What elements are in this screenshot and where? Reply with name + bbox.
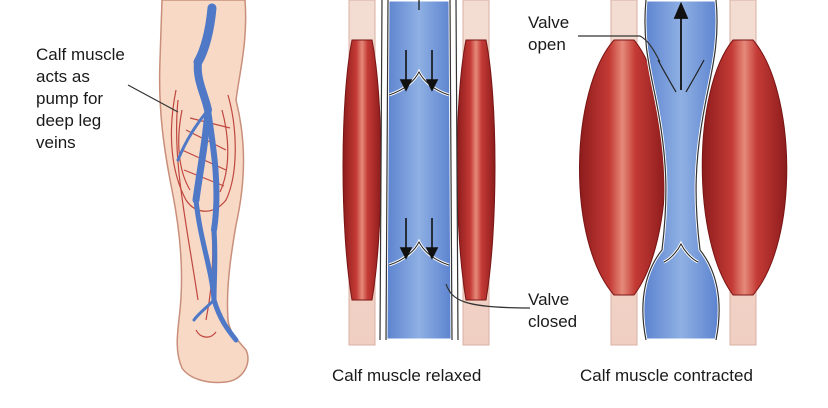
valve-closed-line-1: Valve <box>528 290 570 309</box>
valve-open-leader <box>578 35 661 63</box>
leg-shape <box>158 0 249 384</box>
calf-pump-leader <box>127 84 179 113</box>
calf-pump-line-1: Calf muscle <box>36 45 125 64</box>
calf-pump-line-4: deep leg <box>36 111 102 130</box>
deep-leg-veins <box>176 3 239 343</box>
vein-relaxed <box>384 0 454 342</box>
valve-closed-label: Valve closed <box>528 289 577 333</box>
valve-open-label: Valve open <box>528 12 569 56</box>
right-muscle-contracted <box>701 39 788 296</box>
valve-contracted-open <box>657 59 705 93</box>
up-arrow-icon <box>673 1 689 90</box>
calf-pump-line-5: veins <box>36 133 76 152</box>
calf-pump-line-3: pump for <box>36 89 104 108</box>
valve-closed-leader <box>445 283 531 309</box>
calf-pump-line-2: acts as <box>36 67 90 86</box>
calf-pump-label: Calf muscle acts as pump for deep leg ve… <box>36 44 156 154</box>
contracted-panel <box>578 0 788 346</box>
right-muscle-relaxed <box>456 39 496 301</box>
left-muscle-relaxed <box>342 39 382 301</box>
valve-closed-line-2: closed <box>528 312 578 331</box>
caption-relaxed: Calf muscle relaxed <box>332 366 482 385</box>
relaxed-panel <box>342 0 531 346</box>
caption-contracted: Calf muscle contracted <box>580 366 753 385</box>
leg-illustration <box>127 0 249 384</box>
down-arrow-icon <box>399 50 439 260</box>
valve-open-line-1: Valve <box>528 13 570 32</box>
valve-open-line-2: open <box>528 35 566 54</box>
